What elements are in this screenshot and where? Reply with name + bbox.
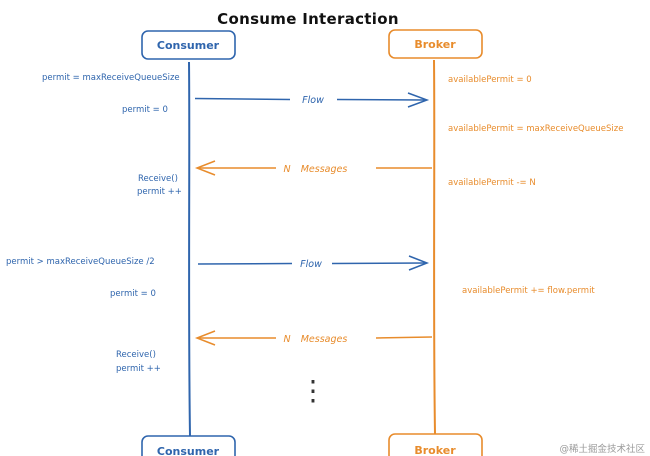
consumer-box-bottom: Consumer xyxy=(141,435,236,456)
messages-message-1: N Messages xyxy=(194,160,432,176)
messages-message-2: N Messages xyxy=(194,330,433,346)
broker-label: Broker xyxy=(414,38,456,51)
consumer-box-top: Consumer xyxy=(141,30,236,60)
diagram-title: Consume Interaction xyxy=(217,10,399,28)
broker-box-bottom: Broker xyxy=(388,433,483,456)
arrow-right-icon xyxy=(407,92,430,108)
broker-lifeline xyxy=(433,59,436,435)
messages-label-1: Messages xyxy=(301,164,348,175)
consumer-note-permit-inc-2: permit ++ xyxy=(116,364,161,374)
flow-message-2: Flow xyxy=(197,255,430,271)
consumer-note-permit-zero: permit = 0 xyxy=(122,105,168,115)
consumer-label-bottom: Consumer xyxy=(157,445,220,456)
flow-line-1 xyxy=(194,97,426,101)
broker-note-available-decrement: availablePermit -= N xyxy=(448,178,536,188)
arrow-right-icon xyxy=(408,255,430,271)
broker-note-available-increment: availablePermit += flow.permit xyxy=(462,286,595,296)
broker-note-available-zero: availablePermit = 0 xyxy=(448,75,532,85)
arrow-left-icon xyxy=(194,160,216,176)
continuation-ellipsis: ⋮ xyxy=(299,374,327,407)
consumer-label: Consumer xyxy=(157,39,220,52)
consumer-note-receive-2: Receive() xyxy=(116,350,156,360)
consumer-note-permit-reset: permit = 0 xyxy=(110,289,156,299)
flow-message-1: Flow xyxy=(194,92,430,108)
messages-count-label-2: N xyxy=(283,334,290,345)
messages-count-label-1: N xyxy=(283,164,290,175)
consumer-note-permit-init: permit = maxReceiveQueueSize xyxy=(42,73,180,83)
broker-box-top: Broker xyxy=(388,29,483,59)
consumer-note-permit-threshold: permit > maxReceiveQueueSize /2 xyxy=(6,257,155,267)
consumer-note-permit-inc: permit ++ xyxy=(137,187,182,197)
broker-label-bottom: Broker xyxy=(414,444,456,456)
consumer-lifeline xyxy=(188,61,191,437)
flow-line-2 xyxy=(197,262,426,265)
consumer-note-receive: Receive() xyxy=(138,174,178,184)
arrow-left-icon xyxy=(194,330,216,346)
messages-label-2: Messages xyxy=(301,334,348,345)
flow-label-1: Flow xyxy=(302,95,324,106)
flow-label-2: Flow xyxy=(300,259,322,270)
broker-note-available-max: availablePermit = maxReceiveQueueSize xyxy=(448,124,623,134)
messages-line-2 xyxy=(198,336,433,339)
watermark: @稀土掘金技术社区 xyxy=(559,443,645,455)
